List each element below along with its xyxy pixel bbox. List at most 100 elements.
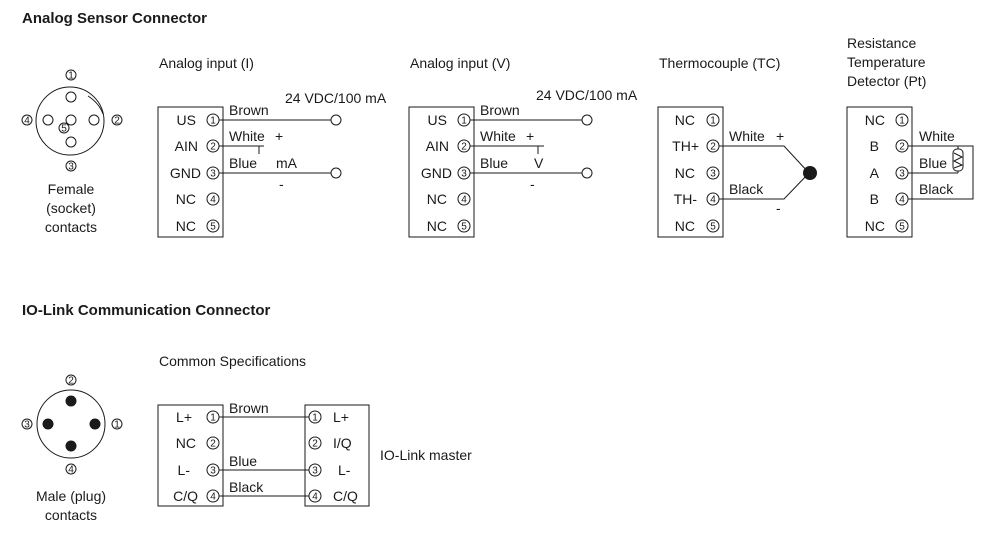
pin-number: 1 (210, 116, 216, 127)
male-pin-4 (65, 440, 77, 452)
blue-wire-label: Blue (480, 155, 508, 171)
male-connector-outline (36, 389, 106, 459)
female-pin-4-socket (42, 114, 54, 126)
pin-name: NC (427, 218, 447, 234)
pin-name: NC (865, 218, 885, 234)
pin-number: 5 (899, 222, 905, 233)
iolink-device-pin-box (157, 404, 224, 507)
iolink-title: Common Specifications (159, 353, 306, 369)
pin-number: 5 (461, 222, 467, 233)
pin-name: US (428, 112, 447, 128)
pin-name: NC (176, 218, 196, 234)
thermocouple-junction (803, 166, 817, 180)
rtd-pin-row: B 2 (870, 138, 909, 154)
thermocouple-pin-row: NC 3 (675, 165, 720, 181)
male-pin-2-label: 2 (68, 376, 74, 387)
pin-number: 5 (710, 222, 716, 233)
analog-voltage-title: Analog input (V) (410, 55, 510, 71)
analog-current-pin-row: NC 4 (176, 191, 220, 207)
iolink-diagram: Common Specifications L+ 1 NC 2 L- 3 C/Q… (157, 353, 472, 507)
unit-label: mA (276, 155, 298, 171)
iolink-master-label: IO-Link master (380, 447, 472, 463)
brown-wire-label: Brown (480, 102, 520, 118)
pin-number: 4 (312, 492, 318, 503)
brown-wire-label: Brown (229, 102, 269, 118)
pin-name: NC (675, 218, 695, 234)
pin-name: NC (427, 191, 447, 207)
pin-name: US (177, 112, 196, 128)
minus-sign: - (279, 176, 284, 192)
white-wire-label: White (229, 128, 265, 144)
male-pin-3 (42, 418, 54, 430)
analog-voltage-pin-row: US 1 (428, 112, 471, 128)
black-wire-label: Black (729, 181, 764, 197)
pin-number: 1 (899, 116, 905, 127)
iolink-master-pin-row: 1 L+ (308, 409, 349, 425)
pin-number: 4 (899, 195, 905, 206)
analog-voltage-pin-row: NC 5 (427, 218, 471, 234)
analog-current-pin-row: AIN 2 (175, 138, 220, 154)
pin-number: 3 (312, 466, 318, 477)
analog-current-pin-row: US 1 (177, 112, 220, 128)
pin-number: 3 (461, 169, 467, 180)
pin-name: NC (176, 191, 196, 207)
pin-name: L- (178, 462, 191, 478)
pin-name: GND (421, 165, 452, 181)
pin-name: NC (865, 112, 885, 128)
iolink-device-pin-row: L+ 1 (176, 409, 220, 425)
pin-number: 2 (899, 142, 905, 153)
thermocouple-pin-row: TH+ 2 (672, 138, 720, 154)
female-caption-line-3: contacts (45, 219, 97, 235)
thermocouple-pin-row: TH- 4 (674, 191, 720, 207)
iolink-device-pin-row: NC 2 (176, 435, 220, 451)
black-wire-label: Black (229, 479, 264, 495)
iolink-device-pin-row: L- 3 (178, 462, 220, 478)
analog-current-title: Analog input (I) (159, 55, 254, 71)
analog-voltage-pin-row: NC 4 (427, 191, 471, 207)
brown-wire-label: Brown (229, 400, 269, 416)
analog-voltage-pin-box (408, 106, 475, 238)
white-wire (719, 145, 810, 174)
pin-name: GND (170, 165, 201, 181)
analog-voltage-pin-row: AIN 2 (426, 138, 471, 154)
pin-number: 4 (461, 195, 467, 206)
rtd-title-line-1: Resistance (847, 35, 916, 51)
thermocouple-pin-row: NC 1 (675, 112, 720, 128)
pin-number: 2 (710, 142, 716, 153)
iolink-master-pin-row: 3 L- (308, 462, 351, 478)
rtd-diagram: Resistance Temperature Detector (Pt) NC … (846, 35, 974, 238)
pin-name: B (870, 138, 879, 154)
supply-terminal (330, 114, 342, 126)
rtd-pin-box (846, 106, 913, 238)
analog-current-pin-row: NC 5 (176, 218, 220, 234)
male-caption-line-1: Male (plug) (36, 488, 106, 504)
black-wire-label: Black (919, 181, 954, 197)
analog-voltage-pin-row: GND 3 (421, 165, 471, 181)
blue-wire-label: Blue (229, 453, 257, 469)
white-wire-label: White (480, 128, 516, 144)
male-pin-1 (89, 418, 101, 430)
pin-number: 4 (210, 195, 216, 206)
black-wire (719, 172, 810, 200)
rtd-pin-row: B 4 (870, 191, 909, 207)
female-caption-line-2: (socket) (46, 200, 96, 216)
pin-name: NC (675, 112, 695, 128)
thermocouple-title: Thermocouple (TC) (659, 55, 780, 71)
thermocouple-pin-box (657, 106, 724, 238)
plus-sign: + (526, 128, 534, 144)
male-caption-line-2: contacts (45, 507, 97, 523)
female-pin-1-socket (65, 91, 77, 103)
iolink-master-pin-row: 4 C/Q (308, 488, 358, 504)
pin-number: 1 (312, 413, 318, 424)
blue-wire-label: Blue (229, 155, 257, 171)
pin-number: 5 (210, 222, 216, 233)
pin-name: AIN (175, 138, 198, 154)
pin-number: 3 (710, 169, 716, 180)
female-pin-3-label: 3 (68, 162, 74, 173)
white-wire-label: White (729, 128, 765, 144)
iolink-section-title: IO-Link Communication Connector (22, 302, 270, 319)
pin-number: 2 (210, 439, 216, 450)
female-caption-line-1: Female (48, 181, 95, 197)
female-connector-outline (35, 86, 105, 156)
analog-current-pin-row: GND 3 (170, 165, 220, 181)
